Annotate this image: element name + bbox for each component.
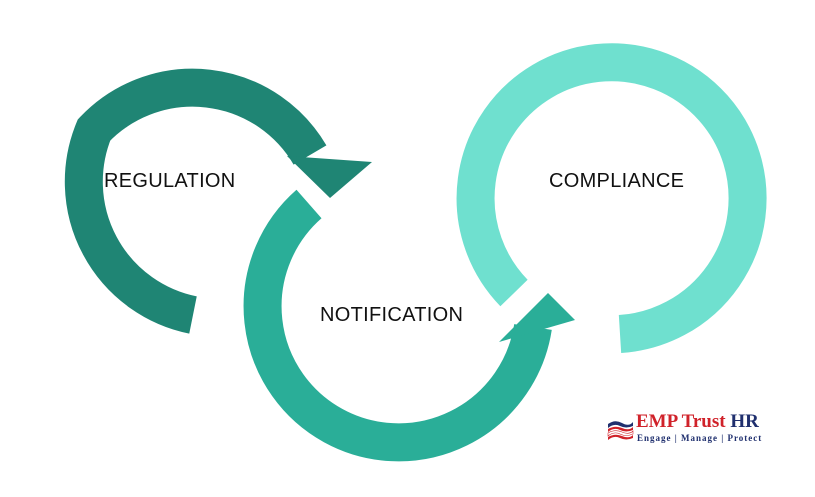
regulation-arrowhead: [287, 156, 372, 198]
logo-tagline: Engage | Manage | Protect: [637, 433, 763, 443]
regulation-arrow: [64, 68, 327, 334]
compliance-arrow: [456, 43, 767, 353]
logo-brand-name: EMP Trust HR: [636, 412, 759, 432]
logo-brand-part2: HR: [730, 411, 759, 432]
flag-icon: [607, 421, 634, 440]
notification-label: NOTIFICATION: [320, 304, 464, 326]
regulation-label: REGULATION: [104, 170, 236, 192]
logo-brand-part1: EMP Trust: [636, 411, 726, 432]
compliance-label: COMPLIANCE: [549, 170, 685, 192]
notification-arrowhead: [499, 293, 575, 342]
emp-trust-hr-logo: EMP Trust HR Engage | Manage | Protect: [606, 412, 812, 448]
notification-arrow: [243, 189, 552, 462]
